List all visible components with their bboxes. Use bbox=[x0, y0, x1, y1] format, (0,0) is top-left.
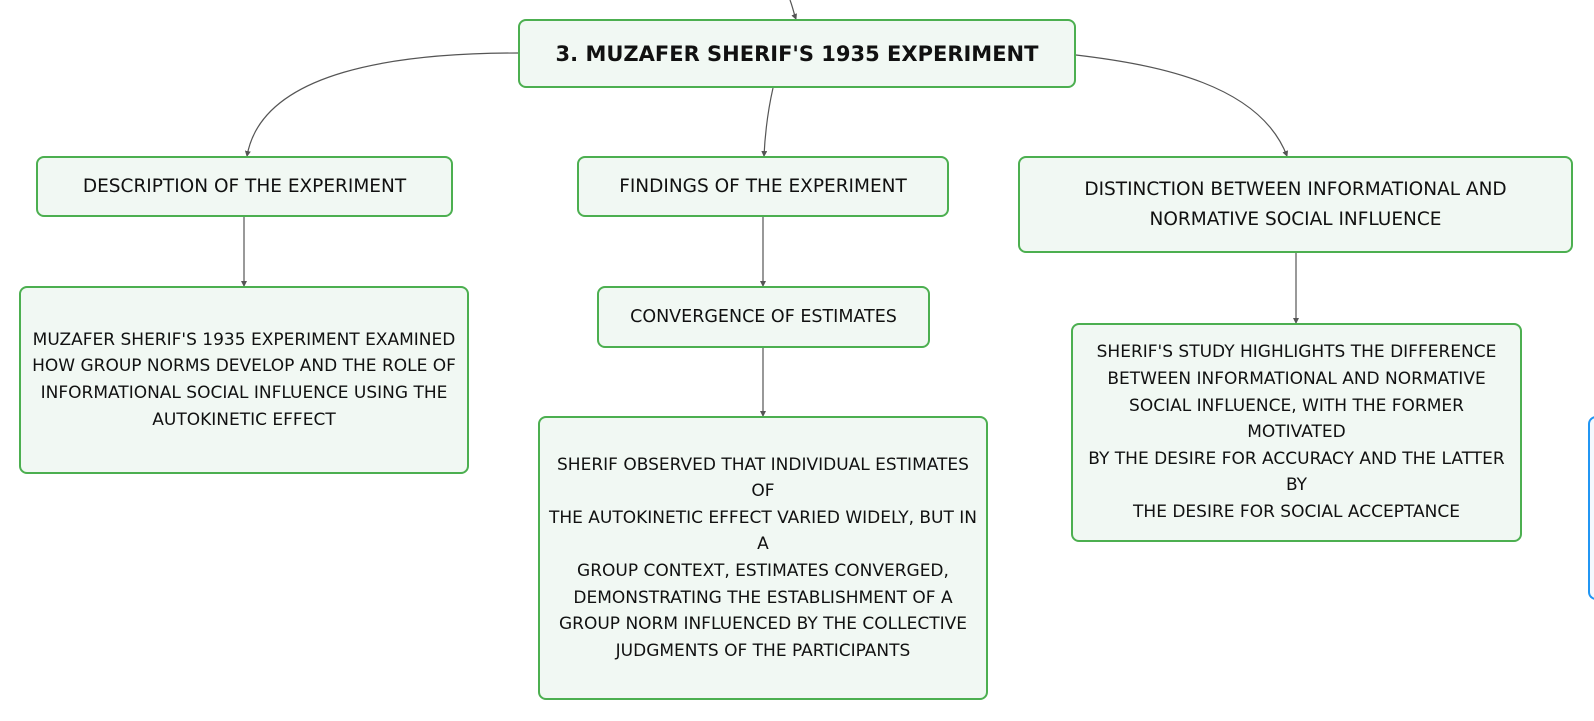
subtopic-distinction-detail[interactable]: SHERIF'S STUDY HIGHLIGHTS THE DIFFERENCE… bbox=[1071, 323, 1522, 542]
topic-distinction[interactable]: DISTINCTION BETWEEN INFORMATIONAL AND NO… bbox=[1018, 156, 1573, 253]
topic-description[interactable]: DESCRIPTION OF THE EXPERIMENT bbox=[36, 156, 453, 217]
connector-root-findings bbox=[761, 87, 774, 157]
subtopic-findings-detail-label: SHERIF OBSERVED THAT INDIVIDUAL ESTIMATE… bbox=[548, 454, 978, 661]
topic-distinction-label: DISTINCTION BETWEEN INFORMATIONAL AND NO… bbox=[1084, 178, 1507, 230]
connector-parent-root bbox=[789, 0, 797, 20]
offscreen-node-edge[interactable] bbox=[1588, 416, 1594, 600]
connector-root-distinction bbox=[1075, 54, 1289, 157]
root-node[interactable]: 3. MUZAFER SHERIF'S 1935 EXPERIMENT bbox=[518, 19, 1076, 88]
subtopic-description-detail[interactable]: MUZAFER SHERIF'S 1935 EXPERIMENT EXAMINE… bbox=[19, 286, 469, 474]
subtopic-findings-detail[interactable]: SHERIF OBSERVED THAT INDIVIDUAL ESTIMATE… bbox=[538, 416, 988, 700]
root-node-label: 3. MUZAFER SHERIF'S 1935 EXPERIMENT bbox=[555, 41, 1039, 66]
topic-findings[interactable]: FINDINGS OF THE EXPERIMENT bbox=[577, 156, 949, 217]
subtopic-convergence-label: CONVERGENCE OF ESTIMATES bbox=[630, 306, 897, 327]
subtopic-description-detail-label: MUZAFER SHERIF'S 1935 EXPERIMENT EXAMINE… bbox=[32, 329, 456, 430]
topic-description-label: DESCRIPTION OF THE EXPERIMENT bbox=[82, 175, 407, 197]
connector-root-description bbox=[244, 52, 519, 157]
subtopic-convergence[interactable]: CONVERGENCE OF ESTIMATES bbox=[597, 286, 930, 348]
topic-findings-label: FINDINGS OF THE EXPERIMENT bbox=[619, 175, 907, 197]
subtopic-distinction-detail-label: SHERIF'S STUDY HIGHLIGHTS THE DIFFERENCE… bbox=[1088, 342, 1505, 522]
